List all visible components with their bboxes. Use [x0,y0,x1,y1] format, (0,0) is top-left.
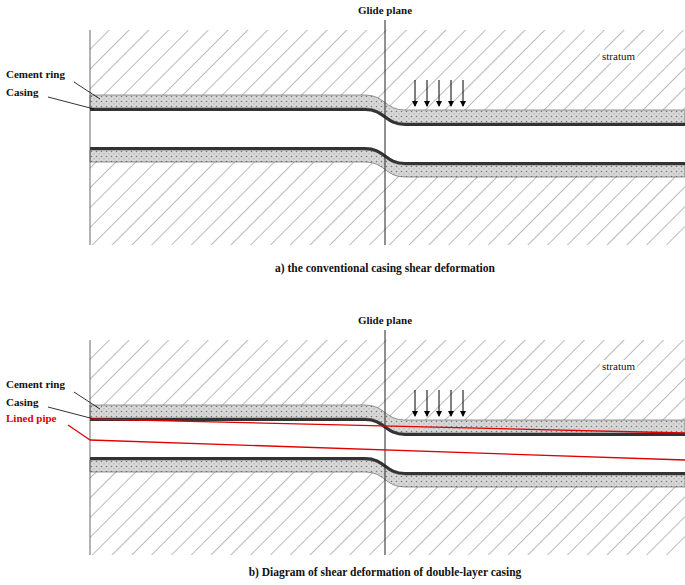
caption-b: b) Diagram of shear deformation of doubl… [249,566,522,579]
stratum-label: stratum [600,360,637,373]
cement-ring-label: Cement ring [6,378,65,391]
lined-pipe [68,419,685,460]
stratum-label: stratum [600,50,637,63]
double-layer-casing [48,330,685,555]
glide-plane-label: Glide plane [356,4,414,17]
glide-plane-label: Glide plane [356,314,414,327]
casing-label: Casing [6,86,38,99]
conventional-casing [48,20,685,245]
casing-label: Casing [6,396,38,409]
lined-pipe-label: Lined pipe [6,412,56,425]
caption-a: a) the conventional casing shear deforma… [275,262,495,275]
cement-ring-label: Cement ring [6,68,65,81]
